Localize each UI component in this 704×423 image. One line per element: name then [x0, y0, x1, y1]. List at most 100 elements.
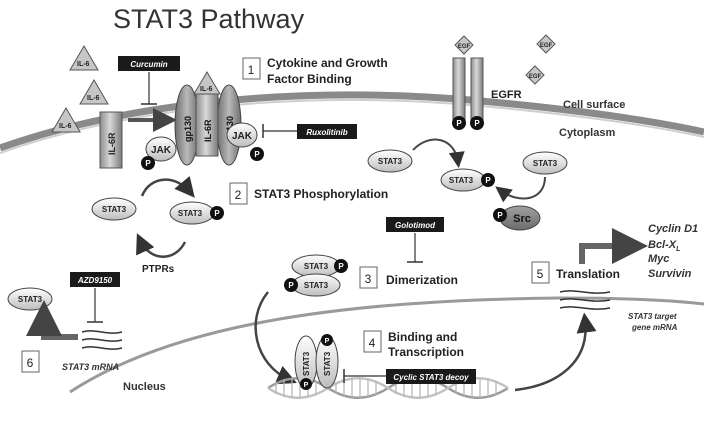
step-1-label-line2: Factor Binding: [267, 72, 352, 86]
step-4-number: 4: [369, 336, 376, 350]
golotimod-label: Golotimod: [395, 221, 436, 230]
dephosphorylation-arrow: [136, 233, 187, 258]
target-gene-survivin: Survivin: [648, 268, 692, 280]
step-2-box: [229, 182, 248, 205]
svg-text:P: P: [497, 211, 503, 220]
step-6-number: 6: [27, 356, 34, 370]
azd9150-inhibitor-box: [70, 272, 120, 287]
nucleus-label: Nucleus: [123, 381, 166, 393]
stat3-translation-arrow: [26, 300, 78, 340]
svg-text:Src: Src: [513, 213, 531, 225]
svg-text:STAT3: STAT3: [304, 281, 329, 290]
target-gene-bcl-xl: Bcl-XL: [648, 239, 680, 253]
stat3-dimer: STAT3 P STAT3 P: [284, 254, 348, 297]
target-mrna-label-1: STAT3 target: [628, 312, 677, 321]
svg-text:STAT3: STAT3: [18, 295, 43, 304]
ptprs-label: PTPRs: [142, 264, 175, 275]
svg-text:STAT3: STAT3: [302, 351, 311, 376]
svg-text:EGF: EGF: [540, 43, 553, 49]
nuclear-membrane: [69, 296, 704, 394]
stat3-phosphorylated: STAT3 P: [440, 168, 495, 192]
target-gene-cyclin-d1: Cyclin D1: [648, 223, 698, 235]
curcumin-label: Curcumin: [130, 60, 167, 69]
step-3-label: Dimerization: [386, 273, 458, 287]
svg-text:JAK: JAK: [232, 131, 253, 142]
svg-text:EGF: EGF: [529, 74, 542, 80]
egfr-label: EGFR: [491, 89, 522, 101]
curcumin-inhibitor-box: [118, 56, 180, 71]
svg-text:P: P: [456, 119, 462, 128]
stat3-protein: STAT3: [522, 151, 568, 175]
phospho-p: P: [452, 116, 466, 130]
svg-text:P: P: [214, 209, 220, 218]
svg-text:P: P: [485, 176, 491, 185]
egf-ligand: EGF: [525, 65, 545, 85]
step-2-label: STAT3 Phosphorylation: [254, 187, 388, 201]
phospho-p: P: [470, 116, 484, 130]
translation-arrow: [579, 228, 648, 264]
step-5-box: [531, 261, 550, 284]
ruxolitinib-label: Ruxolitinib: [306, 128, 347, 137]
stat3-protein: STAT3: [7, 287, 53, 311]
il6r-receptor: IL-6R: [99, 111, 123, 169]
target-mrna-label-2: gene mRNA: [631, 323, 678, 332]
stat3-mrna-strands: [81, 330, 123, 350]
step-1-box: [242, 57, 261, 80]
step-2-number: 2: [235, 188, 242, 202]
svg-text:P: P: [254, 150, 260, 159]
svg-text:P: P: [304, 382, 309, 389]
jak-left: JAK: [145, 136, 177, 162]
step-1-number: 1: [248, 63, 255, 77]
svg-text:IL-6: IL-6: [200, 86, 213, 93]
target-gene-myc: Myc: [648, 253, 669, 265]
svg-text:P: P: [325, 338, 330, 345]
step-1-label-line1: Cytokine and Growth: [267, 56, 388, 70]
cytoplasm-label: Cytoplasm: [559, 127, 615, 139]
svg-text:STAT3: STAT3: [102, 205, 127, 214]
phospho-p: P: [250, 147, 264, 161]
svg-text:IL-6: IL-6: [77, 61, 90, 68]
svg-text:STAT3: STAT3: [533, 159, 558, 168]
svg-text:EGF: EGF: [458, 44, 471, 50]
stat3-protein: STAT3: [91, 197, 137, 221]
azd9150-label: AZD9150: [77, 276, 113, 285]
svg-text:P: P: [288, 281, 294, 290]
egfr-phospho-arrow: [412, 138, 465, 168]
svg-text:P: P: [338, 262, 344, 271]
svg-text:STAT3: STAT3: [378, 157, 403, 166]
golotimod-inhibitor-box: [386, 217, 444, 232]
decoy-inhibitor-box: [386, 369, 476, 384]
svg-text:IL-6R: IL-6R: [203, 119, 213, 142]
svg-text:JAK: JAK: [151, 145, 172, 156]
stat3-dimer-on-dna: STAT3 STAT3 P P: [294, 334, 339, 390]
il6-ligand: IL-6: [51, 107, 81, 133]
svg-text:IL-6: IL-6: [59, 123, 72, 130]
step-4-label-line1: Binding and: [388, 330, 457, 344]
phosphorylation-arrow-top: [140, 175, 195, 198]
stat3-mrna-label: STAT3 mRNA: [62, 362, 119, 372]
svg-text:STAT3: STAT3: [323, 351, 332, 376]
svg-text:gp130: gp130: [183, 116, 193, 142]
svg-text:IL-6: IL-6: [87, 95, 100, 102]
page-title: STAT3 Pathway: [113, 4, 305, 34]
step-6-box: [21, 350, 40, 373]
svg-text:STAT3: STAT3: [178, 209, 203, 218]
src-kinase: Src P: [493, 205, 541, 231]
receptor-complex: IL-6 gp130 IL-6R gp130: [174, 71, 242, 166]
ruxolitinib-inhibitor-box: [297, 124, 357, 139]
phospho-p: P: [141, 156, 155, 170]
step-5-number: 5: [537, 267, 544, 281]
egfr-receptor: EGF: [452, 35, 484, 121]
egf-ligand: EGF: [536, 34, 556, 54]
step-3-number: 3: [365, 272, 372, 286]
svg-text:STAT3: STAT3: [304, 262, 329, 271]
decoy-label: Cyclic STAT3 decoy: [393, 373, 469, 382]
step-4-label-line2: Transcription: [388, 345, 464, 359]
mrna-export-arrow: [514, 312, 597, 392]
step-5-label: Translation: [556, 267, 620, 281]
nuclear-import-arrow: [254, 291, 297, 385]
svg-text:IL-6R: IL-6R: [107, 132, 117, 155]
cell-membrane: [0, 91, 704, 152]
svg-text:STAT3: STAT3: [449, 176, 474, 185]
